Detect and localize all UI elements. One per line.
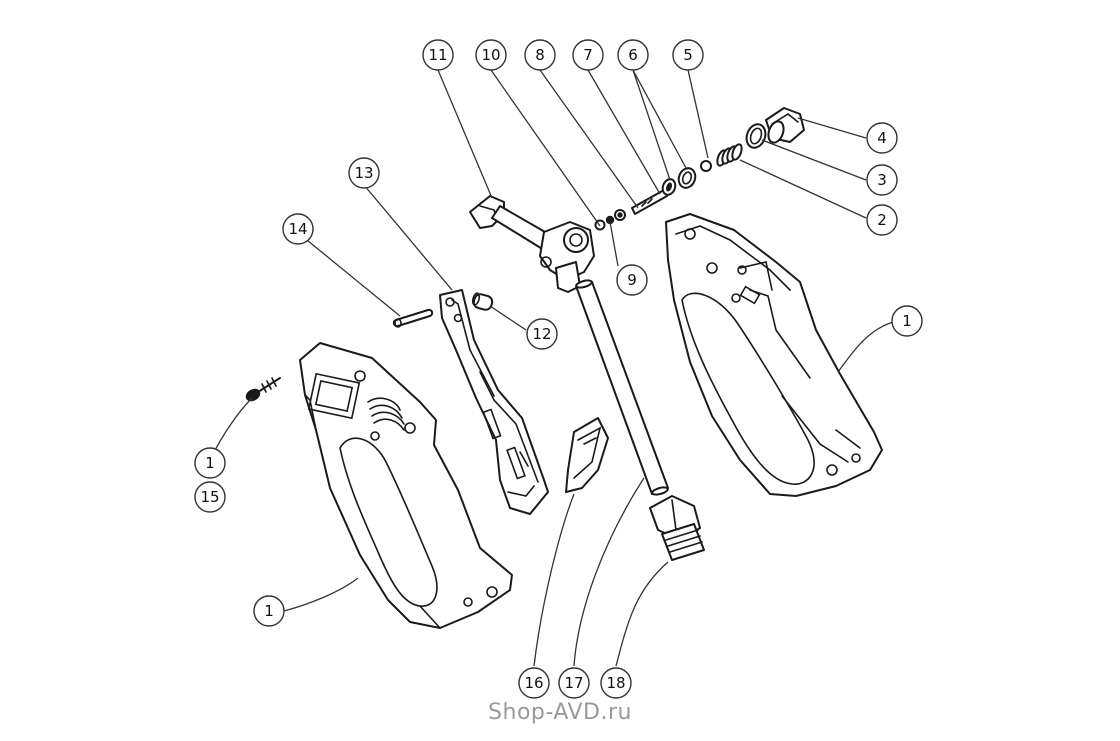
svg-text:15: 15 — [200, 488, 219, 506]
callout-10: 10 — [475, 39, 507, 71]
right-handle-housing — [665, 213, 883, 497]
svg-text:7: 7 — [583, 46, 593, 64]
callout-16: 16 — [518, 667, 550, 699]
callout-4: 4 — [866, 122, 898, 154]
svg-text:1: 1 — [264, 602, 274, 620]
callout-18: 18 — [600, 667, 632, 699]
leader-lines — [211, 69, 894, 667]
callout-13: 13 — [348, 157, 380, 189]
svg-text:10: 10 — [481, 46, 500, 64]
svg-text:4: 4 — [877, 129, 887, 147]
svg-text:1: 1 — [902, 312, 912, 330]
callout-12: 12 — [526, 318, 558, 350]
svg-text:11: 11 — [428, 46, 447, 64]
svg-text:6: 6 — [628, 46, 638, 64]
tube — [575, 279, 669, 496]
svg-text:1: 1 — [205, 454, 215, 472]
trigger-lever — [439, 289, 549, 515]
callout-3: 3 — [866, 164, 898, 196]
screw — [245, 377, 281, 402]
svg-text:5: 5 — [683, 46, 693, 64]
svg-text:14: 14 — [288, 220, 307, 238]
watermark: Shop-AVD.ru — [488, 700, 632, 725]
svg-text:16: 16 — [524, 674, 543, 692]
callout-7: 7 — [572, 39, 604, 71]
svg-text:18: 18 — [606, 674, 625, 692]
svg-text:2: 2 — [877, 211, 887, 229]
fitting-nut — [649, 495, 705, 561]
roller — [471, 292, 494, 311]
svg-text:17: 17 — [564, 674, 583, 692]
svg-text:9: 9 — [627, 271, 637, 289]
svg-text:12: 12 — [532, 325, 551, 343]
callout-1-left-bottom: 1 — [253, 595, 285, 627]
callout-2: 2 — [866, 204, 898, 236]
callout-5: 5 — [672, 39, 704, 71]
callout-1-left-top: 1 — [194, 447, 226, 479]
callout-15: 15 — [194, 481, 226, 513]
callout-14: 14 — [282, 213, 314, 245]
plug — [765, 107, 805, 144]
valve-stem — [631, 189, 668, 215]
callout-8: 8 — [524, 39, 556, 71]
valve-body-assembly — [469, 195, 595, 293]
spring — [716, 143, 743, 167]
safety-slider — [565, 417, 609, 493]
svg-text:8: 8 — [535, 46, 545, 64]
left-handle-housing — [299, 342, 513, 629]
callout-11: 11 — [422, 39, 454, 71]
callout-9: 9 — [616, 264, 648, 296]
svg-text:3: 3 — [877, 171, 887, 189]
o-ring — [745, 123, 767, 149]
washers — [661, 167, 697, 196]
callout-17: 17 — [558, 667, 590, 699]
callout-1-right: 1 — [891, 305, 923, 337]
svg-text:13: 13 — [354, 164, 373, 182]
pin — [392, 308, 434, 328]
callout-6: 6 — [617, 39, 649, 71]
ball — [700, 160, 712, 172]
